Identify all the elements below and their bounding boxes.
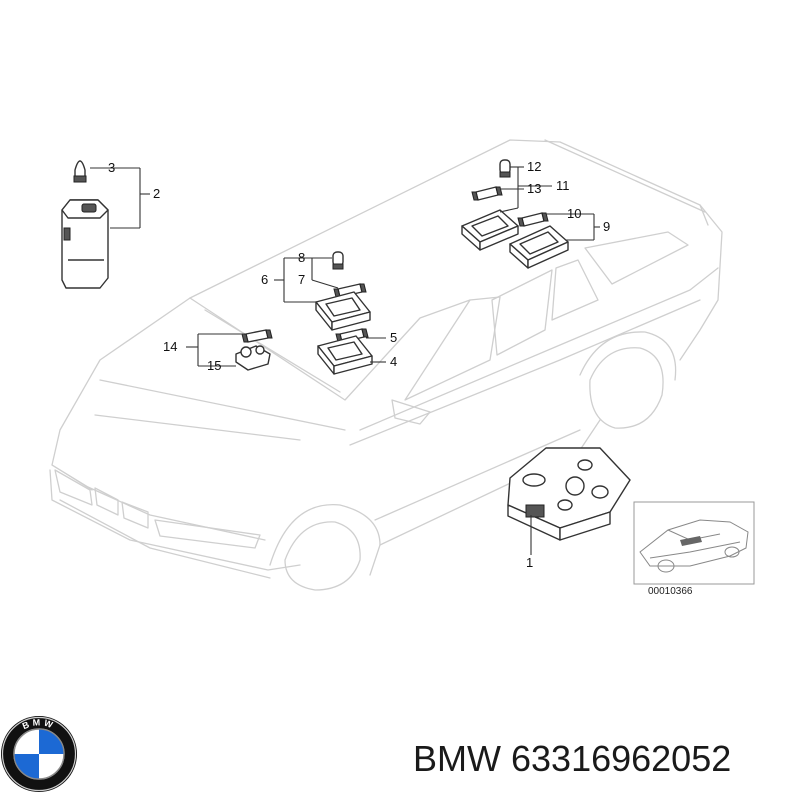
logo-letters: BMW bbox=[21, 717, 54, 731]
part-8-bulb bbox=[332, 251, 344, 270]
callout-7: 7 bbox=[298, 272, 305, 287]
callout-3: 3 bbox=[108, 160, 115, 175]
callout-4: 4 bbox=[390, 354, 397, 369]
part-7-festoon bbox=[333, 283, 367, 298]
callout-8: 8 bbox=[298, 250, 305, 265]
part-15-lamp bbox=[235, 345, 271, 371]
svg-text:BMW: BMW bbox=[21, 717, 57, 731]
callout-2: 2 bbox=[153, 186, 160, 201]
part-6-lamp bbox=[315, 291, 371, 331]
callout-9: 9 bbox=[603, 219, 610, 234]
part-number: 63316962052 bbox=[511, 738, 732, 779]
part-13-festoon bbox=[471, 186, 503, 201]
part-10-festoon bbox=[517, 212, 549, 227]
part-2-lamp-unit bbox=[61, 199, 109, 289]
part-11-lamp bbox=[461, 209, 519, 251]
part-14-festoon bbox=[241, 329, 273, 343]
callout-labels: 3 2 8 6 7 5 4 14 15 12 13 11 10 9 1 bbox=[108, 159, 610, 570]
part-3-bulb bbox=[73, 160, 87, 183]
bmw-logo: BMW bbox=[1, 716, 77, 792]
callout-14: 14 bbox=[163, 339, 177, 354]
callout-10: 10 bbox=[567, 206, 581, 221]
callout-15: 15 bbox=[207, 358, 221, 373]
part-1-control-box bbox=[507, 447, 631, 541]
callout-5: 5 bbox=[390, 330, 397, 345]
callout-13: 13 bbox=[527, 181, 541, 196]
thumbnail-inset: 00010366 bbox=[633, 501, 755, 597]
car-outline bbox=[49, 139, 723, 591]
callout-1: 1 bbox=[526, 555, 533, 570]
callout-12: 12 bbox=[527, 159, 541, 174]
part-4-lamp bbox=[317, 335, 373, 375]
brand-name: BMW bbox=[413, 738, 501, 779]
diagram-ref-code: 00010366 bbox=[648, 586, 693, 597]
part-9-lamp bbox=[509, 225, 569, 269]
callout-6: 6 bbox=[261, 272, 268, 287]
brand-part-number: BMW 63316962052 bbox=[413, 738, 731, 780]
part-12-bulb bbox=[499, 159, 511, 178]
leader-lines bbox=[90, 166, 600, 555]
callout-11: 11 bbox=[556, 178, 570, 193]
